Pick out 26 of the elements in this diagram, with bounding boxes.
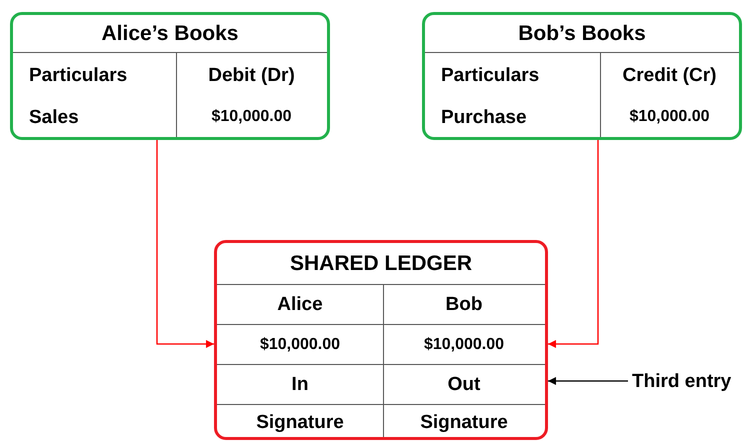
table-cell-text: Credit (Cr) [622,66,716,84]
table-cell-text: $10,000.00 [629,109,710,125]
table-cell-text: Alice [277,295,323,314]
table-cell-text: $10,000.00 [424,336,504,352]
table-cell-text: Bob [446,295,482,314]
table-cell-text: In [292,375,308,394]
arrow [156,140,214,348]
table-cell-text: Out [448,375,480,394]
table-cell-text: Sales [29,108,79,126]
table-cell-text: Particulars [29,66,128,84]
table-cell-text: Debit (Dr) [208,66,295,84]
table-cell-text: $10,000.00 [260,336,340,352]
table-cell-text: Purchase [441,108,527,126]
table-title: Bob’s Books [518,23,646,44]
ledger-table-box [10,12,330,140]
table-cell-text: Signature [420,413,508,432]
table-title: SHARED LEDGER [290,253,472,274]
arrow [548,377,628,385]
table-title: Alice’s Books [102,23,238,44]
table-cell-text: Signature [256,413,344,432]
ledger-table-box [422,12,742,140]
table-cell-text: Particulars [441,66,540,84]
table-cell-text: $10,000.00 [211,109,292,125]
callout-text: Third entry [628,369,732,393]
shared-ledger-box [214,240,548,440]
arrow [548,140,599,348]
